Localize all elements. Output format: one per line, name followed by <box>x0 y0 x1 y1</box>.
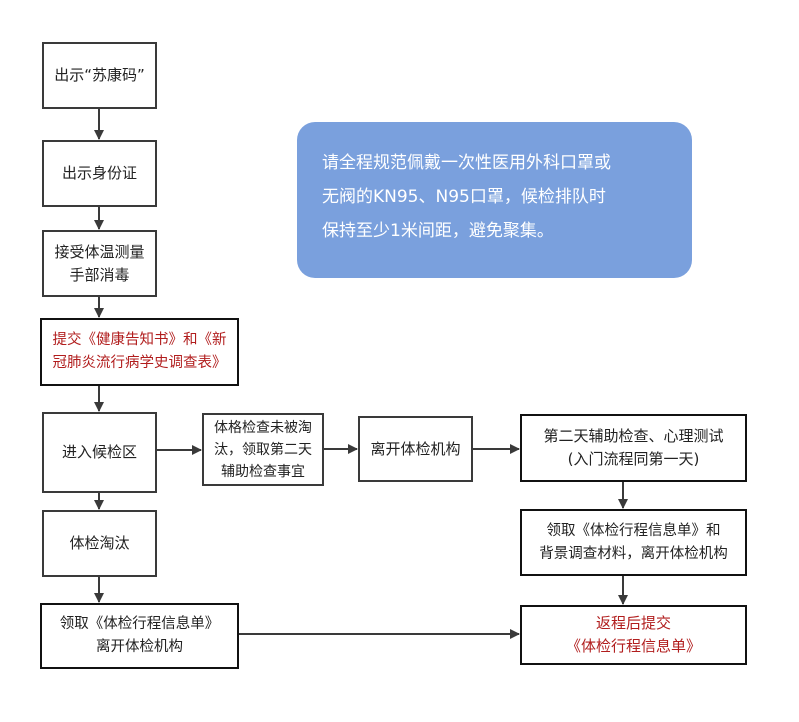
node-text: 体格检查未被淘 <box>214 419 312 436</box>
node-text: 领取《体检行程信息单》 <box>59 616 220 632</box>
node-show-id: 出示身份证 <box>42 140 157 207</box>
node-enter-waiting-area: 进入候检区 <box>42 412 157 493</box>
node-text: 离开体检机构 <box>96 639 183 655</box>
notice-line: 无阀的KN95、N95口罩，候检排队时 <box>322 187 606 207</box>
node-day2-checks: 第二天辅助检查、心理测试 (入门流程同第一天) <box>520 414 747 482</box>
node-text: 接受体温测量 <box>54 242 145 261</box>
node-text: 第二天辅助检查、心理测试 <box>543 427 724 445</box>
node-eliminated: 体检淘汰 <box>42 510 157 577</box>
node-text: 体检淘汰 <box>69 534 130 552</box>
node-text: 汰，领取第二天 <box>214 441 312 458</box>
notice-line: 保持至少1米间距，避免聚集。 <box>322 221 554 241</box>
node-leave-institution: 离开体检机构 <box>358 416 473 482</box>
node-text: (入门流程同第一天) <box>567 450 700 468</box>
node-text: 出示身份证 <box>61 164 137 182</box>
node-temperature-disinfect: 接受体温测量 手部消毒 <box>42 230 157 297</box>
node-not-eliminated: 体格检查未被淘 汰，领取第二天 辅助检查事宜 <box>202 413 324 486</box>
node-show-health-code: 出示“苏康码” <box>42 42 157 109</box>
node-text: 离开体检机构 <box>370 439 461 458</box>
node-submit-after-return: 返程后提交 《体检行程信息单》 <box>520 605 747 665</box>
node-text: 手部消毒 <box>69 265 130 284</box>
node-text: 返程后提交 <box>595 614 671 632</box>
node-text: 提交《健康告知书》和《新 <box>52 332 227 348</box>
node-text: 领取《体检行程信息单》和 <box>546 522 721 539</box>
node-text: 出示“苏康码” <box>54 66 145 84</box>
node-text: 冠肺炎流行病学史调查表》 <box>52 355 227 371</box>
notice-line: 请全程规范佩戴一次性医用外科口罩或 <box>322 153 611 173</box>
node-collect-docs-leave: 领取《体检行程信息单》和 背景调查材料，离开体检机构 <box>520 509 747 576</box>
node-text: 背景调查材料，离开体检机构 <box>539 545 728 562</box>
node-submit-forms: 提交《健康告知书》和《新 冠肺炎流行病学史调查表》 <box>40 318 239 386</box>
node-collect-sheet-leave: 领取《体检行程信息单》 离开体检机构 <box>40 603 239 669</box>
node-text: 《体检行程信息单》 <box>565 637 701 655</box>
node-text: 辅助检查事宜 <box>221 463 305 480</box>
mask-notice-callout: 请全程规范佩戴一次性医用外科口罩或 无阀的KN95、N95口罩，候检排队时 保持… <box>297 122 692 278</box>
node-text: 进入候检区 <box>61 443 137 461</box>
